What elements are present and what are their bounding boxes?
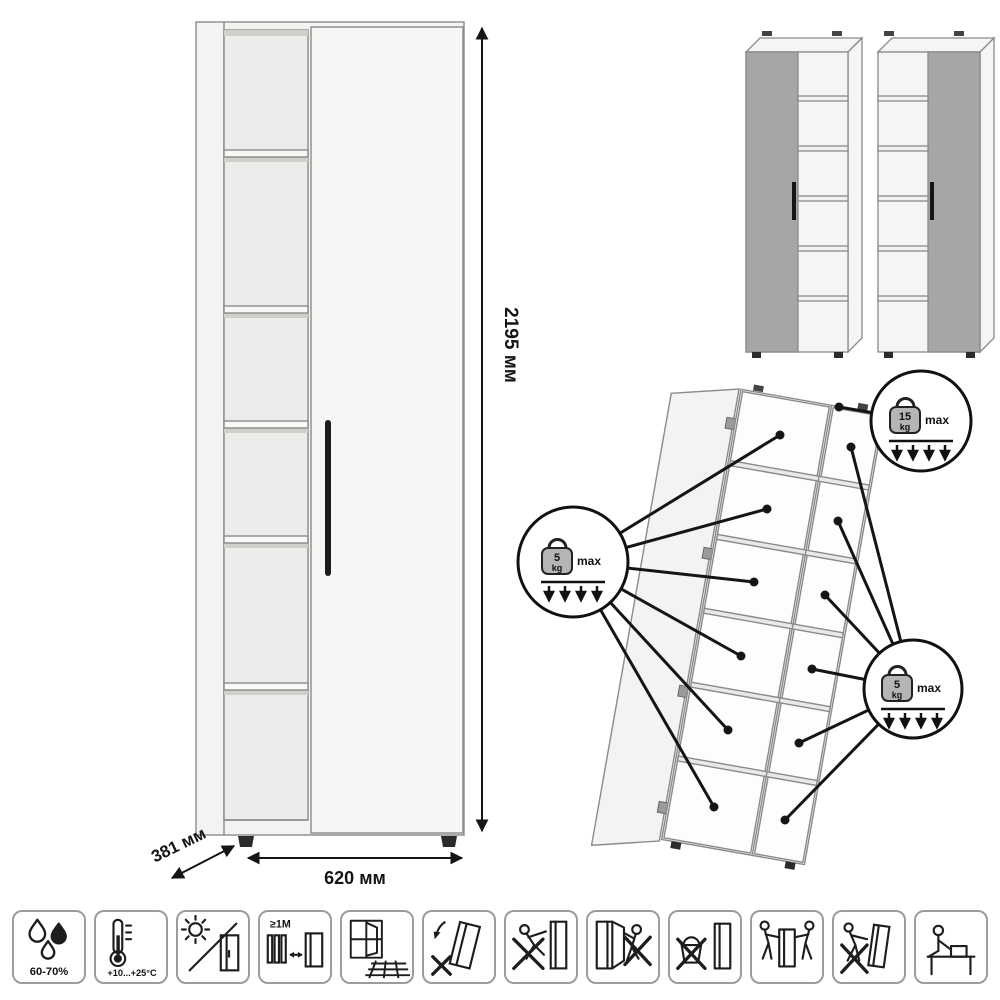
wall-bracket-icon [762,31,842,36]
down-arrows-icon [890,445,952,462]
care-box-humidity: 60-70% [12,910,86,984]
mirror-door-left [745,51,799,353]
hinge-icon [656,416,737,815]
temperature-label: +10...+25°C [107,968,157,978]
down-arrows-icon [542,586,604,603]
care-box-no-tilt [422,910,496,984]
load-top-value: 15 [899,411,911,423]
x-mark [512,937,545,971]
weight-icon [547,538,568,549]
load-left-value: 5 [554,552,560,564]
technical-drawing: 2195 мм 620 мм 381 мм [148,21,996,888]
width-dimension-label: 620 мм [324,868,386,888]
care-box-no-lean [586,910,660,984]
no-push-alone-icon [840,922,891,974]
care-icon-row: 60-70% +10...+25°C [0,910,1000,984]
mirror-door-right [927,51,981,353]
load-callout-right: 5 kg max [862,638,964,740]
height-dimension-label: 2195 мм [500,307,521,383]
x-mark [431,955,452,976]
x-mark [623,935,652,967]
x-mark [840,943,869,974]
load-left-unit: kg [552,563,563,573]
load-right-value: 5 [894,679,900,691]
weight-icon [895,397,916,408]
cabinet-feet [238,836,457,847]
shelf-shadows [224,30,308,695]
door-handle [325,420,331,576]
load-callout-left: 5 kg max [516,505,630,619]
cabinet-door [310,26,464,834]
assembly-icon [926,924,976,976]
x-mark [676,937,707,971]
depth-dimension-line [170,845,236,879]
temperature-icon: +10...+25°C [107,918,157,978]
shelf-markers [709,402,856,825]
no-climb-icon [512,920,568,971]
load-left-max: max [577,554,601,568]
care-box-no-climb [504,910,578,984]
cabinet-front-view [195,21,465,847]
heat-distance-label: ≥1M [270,919,291,931]
load-diagram: 15 kg max 5 kg max [516,369,973,870]
humidity-label: 60-70% [30,966,69,978]
depth-dimension-label: 381 мм [148,824,209,867]
shelves [223,149,309,691]
wall-bracket-icon [752,384,869,411]
variant-right-handle [930,182,934,220]
variant-left-handle [792,182,796,220]
load-top-max: max [925,413,949,427]
care-box-assembly [914,910,988,984]
humidity-icon: 60-70% [28,918,69,978]
window-floor-icon [349,919,411,979]
care-box-temperature: +10...+25°C [94,910,168,984]
open-door [590,388,740,847]
no-wet-cleaning-icon [676,922,732,971]
load-top-unit: kg [900,422,911,432]
carry-two-person-icon [759,920,815,968]
care-box-window-floor [340,910,414,984]
load-right-max: max [917,681,941,695]
cabinet-variants [744,31,996,358]
no-lean-icon [595,920,652,970]
care-box-heat-distance: ≥1M [258,910,332,984]
care-box-no-push [832,910,906,984]
care-box-carry-two [750,910,824,984]
load-right-unit: kg [892,690,903,700]
weight-icon [887,665,908,676]
wall-bracket-icon [884,31,964,36]
down-arrows-icon [882,713,944,730]
variant-door-right [876,31,996,358]
heat-distance-icon: ≥1M [266,919,324,968]
variant-door-left [744,31,864,358]
care-box-no-wet [668,910,742,984]
no-direct-sunlight-icon [180,914,240,972]
load-callout-top: 15 kg max [869,369,973,473]
no-tilt-icon [431,920,482,976]
care-box-sunlight [176,910,250,984]
